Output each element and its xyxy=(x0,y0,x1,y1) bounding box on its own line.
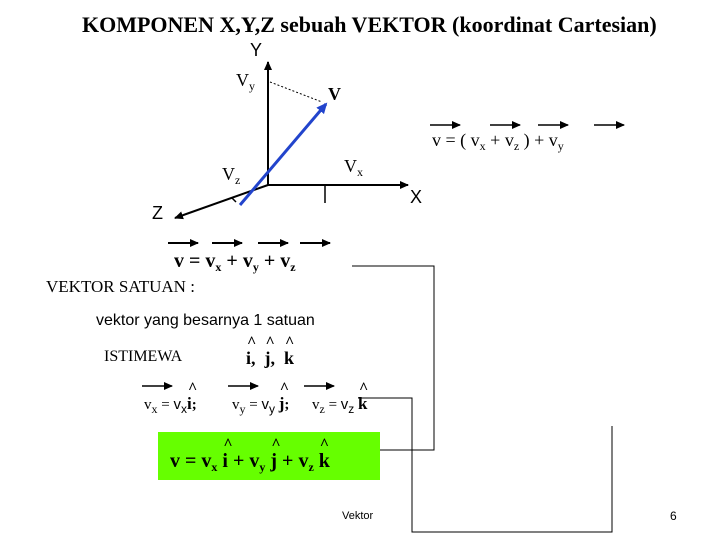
z-axis-label: Z xyxy=(152,203,163,223)
final-equation-box xyxy=(158,432,380,480)
footer-label: Vektor xyxy=(342,510,374,522)
page-number: 6 xyxy=(670,509,677,523)
special-label: ISTIMEWA xyxy=(104,348,183,365)
vy-label: Vy xyxy=(236,70,255,93)
unit-vectors-ijk: i, j, k xyxy=(246,334,294,369)
vz-label: Vz xyxy=(222,164,241,187)
vector-label: V xyxy=(328,84,341,104)
vz-tick xyxy=(231,197,237,203)
final-equation: v = vx i + vy j + vz k xyxy=(170,436,330,475)
unit-vector-description: vektor yang besarnya 1 satuan xyxy=(96,312,315,329)
connectors xyxy=(352,265,613,533)
vx-definition: vx = vxi; xyxy=(144,380,197,417)
vy-definition: vy = vy j; xyxy=(232,380,289,417)
unit-vector-title: VEKTOR SATUAN : xyxy=(46,277,195,296)
slide-title: KOMPONEN X,Y,Z sebuah VEKTOR (koordinat … xyxy=(82,12,657,37)
vz-definition: vz = vz k xyxy=(312,380,369,417)
sum-plain-equation: v = vx + vy + vz xyxy=(174,250,296,274)
y-axis-label: Y xyxy=(250,40,263,60)
sum-grouped-equation: v = ( vx + vz ) + vy xyxy=(432,130,564,153)
vx-label: Vx xyxy=(344,156,363,179)
vector-v xyxy=(238,102,328,206)
projection-line xyxy=(269,81,323,103)
x-axis-label: X xyxy=(410,187,423,207)
